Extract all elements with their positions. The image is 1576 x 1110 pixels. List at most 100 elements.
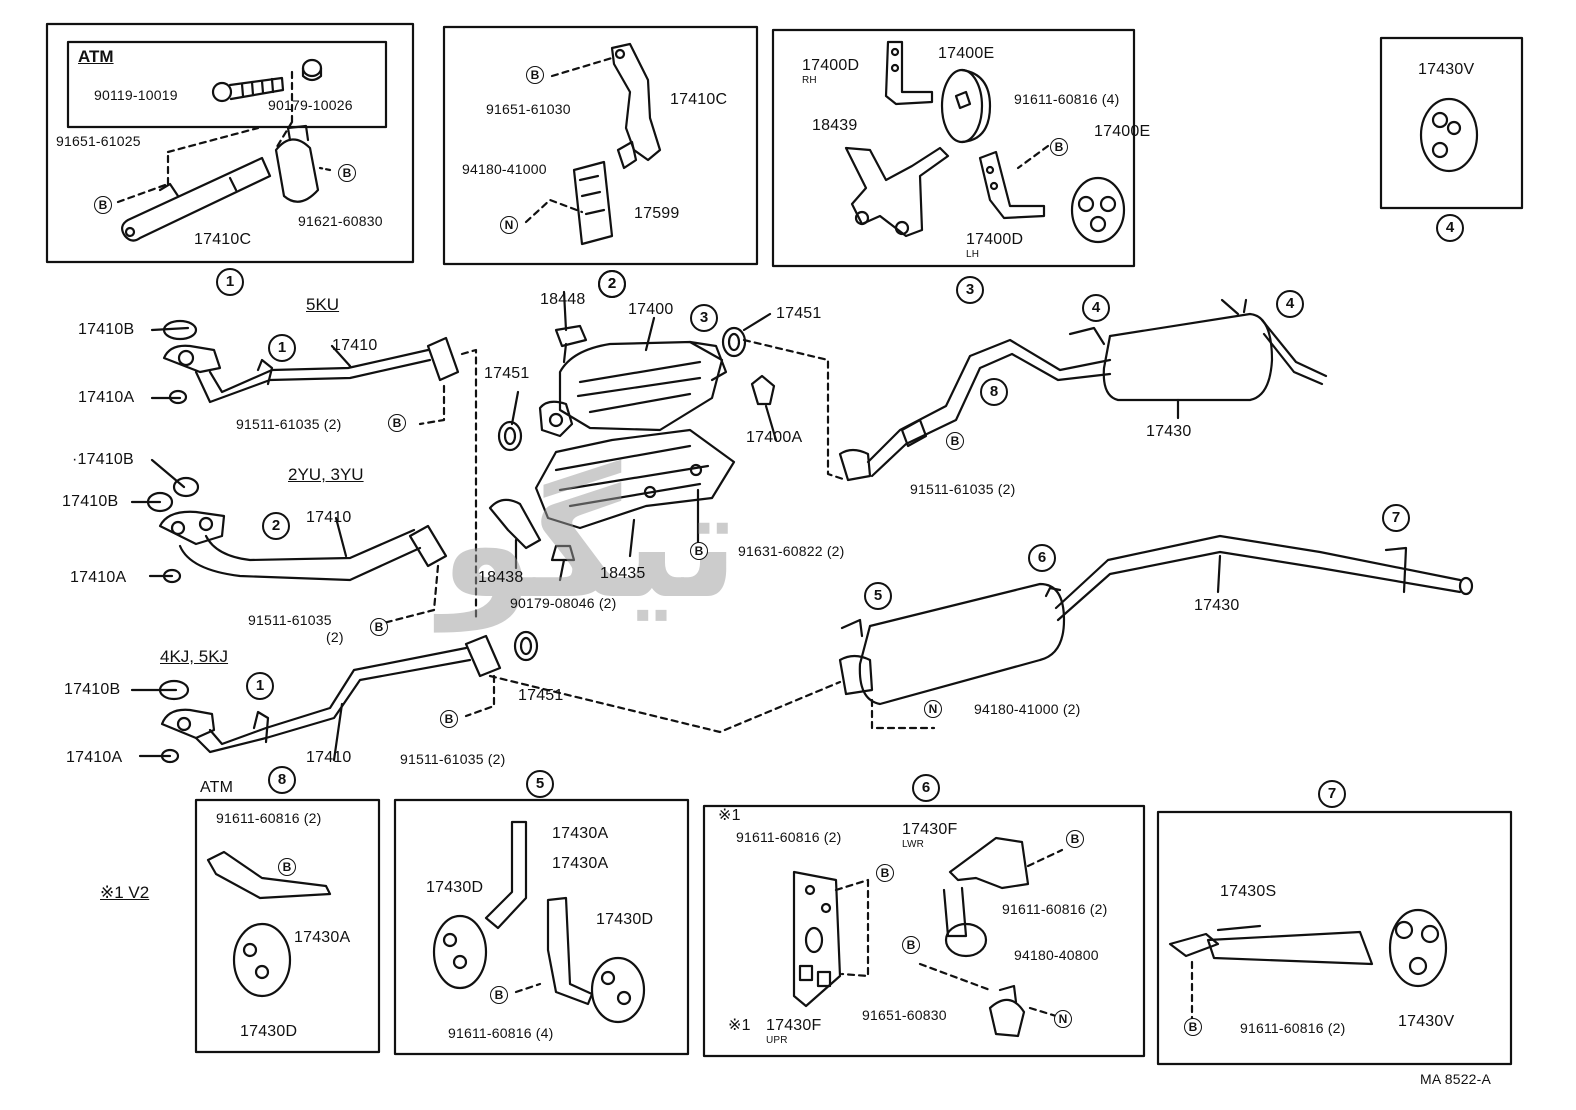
mount-17430d-5b [590,956,646,1024]
callout-8: 8 [980,378,1008,406]
part-91611-60816-2b: 91611-60816 (2) [736,829,842,845]
engine-5ku-header: 5KU [306,295,340,314]
bolt-badge-b: B [902,936,920,954]
callout-1: 1 [246,672,274,700]
detail-box-4 [1379,36,1524,210]
part-91511-61035-2a: 91511-61035 [248,612,332,628]
mount-17430v-b [1388,908,1448,988]
bracket-17400a [750,374,776,406]
atm-8-label: ATM [200,779,234,796]
callout-6: 6 [912,774,940,802]
part-17410a-3: 17410A [66,749,123,766]
part-91611-60816-2c: 91611-60816 (2) [1002,901,1108,917]
callout-5: 5 [864,582,892,610]
part-94180-41000: 94180-41000 [462,161,547,177]
part-17430-a: 17430 [1146,423,1192,440]
callout-5: 5 [526,770,554,798]
part-91511-61035-3: 91511-61035 (2) [400,751,506,767]
part-17400a: 17400A [746,429,803,446]
bolt-badge-b: B [876,864,894,882]
upr-label: UPR [766,1035,788,1046]
bracket-17400d-rh [884,40,934,106]
part-17410-2: 17410 [306,509,352,526]
part-17400d-rh: 17400D [802,57,860,74]
bolt-badge-b: B [1050,138,1068,156]
part-91631-60822: 91631-60822 (2) [738,543,845,559]
part-17430s: 17430S [1220,883,1277,900]
part-17430a-8: 17430A [294,929,351,946]
part-17410b-4: 17410B [64,681,121,698]
part-18439: 18439 [812,117,858,134]
clamp-91621 [274,124,320,203]
engine-2yu-header: 2YU, 3YU [288,465,364,484]
gasket-17451-b [497,420,523,452]
part-91511-61035-2b: (2) [326,629,344,645]
part-17599: 17599 [634,205,680,222]
detail-box-3 [771,28,1136,268]
callout-4: 4 [1276,290,1304,318]
part-17410c-b: 17410C [670,91,728,108]
part-17400e-b: 17400E [1094,123,1151,140]
callout-4: 4 [1436,214,1464,242]
star1-label: ※1 [718,807,741,824]
mount-17430d-8 [232,922,292,998]
part-17430v-b: 17430V [1398,1013,1455,1030]
star1-upr-label: ※1 [728,1017,751,1034]
bolt-badge-b: B [94,196,112,214]
part-17451-c: 17451 [518,687,564,704]
front-pipe-4kj [158,634,502,764]
part-90119-10019: 90119-10019 [94,87,178,103]
mount-17430d-5a [432,914,488,990]
part-91651-61030: 91651-61030 [486,101,571,117]
part-17410b-3: 17410B [62,493,119,510]
part-91651-61025: 91651-61025 [56,133,141,149]
bracket-18439 [844,146,950,238]
bolt-badge-b: B [690,542,708,560]
part-17430f-upr: 17430F [766,1017,822,1034]
part-91651-60830: 91651-60830 [862,1007,947,1023]
nut-badge-n: N [1054,1010,1072,1028]
part-17400: 17400 [628,301,674,318]
bolt-badge-b: B [526,66,544,84]
watermark: ﺗﻴﮕﻮ [440,458,739,632]
nut-90179-08046 [550,544,576,562]
part-17410c-a: 17410C [194,231,252,248]
callout-2: 2 [262,512,290,540]
clip-18448 [554,324,588,364]
callout-8: 8 [268,766,296,794]
detail-box-5 [393,798,690,1056]
part-17430f-lwr: 17430F [902,821,958,838]
sub-muffler-assy [838,534,1474,706]
part-90179-08046: 90179-08046 (2) [510,595,617,611]
atm-sub-box [66,40,388,129]
bracket-17400d-lh [978,150,1046,220]
part-17430-b: 17430 [1194,597,1240,614]
detail-box-6 [702,804,1146,1058]
part-17410-3: 17410 [306,749,352,766]
part-17430a-5b: 17430A [552,855,609,872]
bolt-badge-b: B [946,432,964,450]
callout-1: 1 [268,334,296,362]
part-17451-b: 17451 [484,365,530,382]
tail-pipe-8 [838,338,1112,482]
part-17430d-5a: 17430D [426,879,484,896]
detail-box-7 [1156,810,1513,1066]
bracket-17410c-b [610,42,662,170]
callout-2: 2 [598,270,626,298]
atm-label: ATM [78,47,114,66]
bolt-badge-b: B [278,858,296,876]
rh-label: RH [802,75,817,86]
v2-note: ※1 V2 [100,883,150,902]
hanger-17599 [572,160,614,246]
detail-box-1 [45,22,415,264]
part-91511-61035-1: 91511-61035 (2) [236,416,342,432]
callout-7: 7 [1382,504,1410,532]
bracket-17410c [121,156,272,242]
part-18438: 18438 [478,569,524,586]
bracket-17430f-lwr [942,836,1030,958]
nut-90179 [301,58,323,82]
catalytic-converter-17400 [538,340,728,438]
bolt-90119 [211,76,285,103]
mount-17400e-b [1070,176,1126,244]
